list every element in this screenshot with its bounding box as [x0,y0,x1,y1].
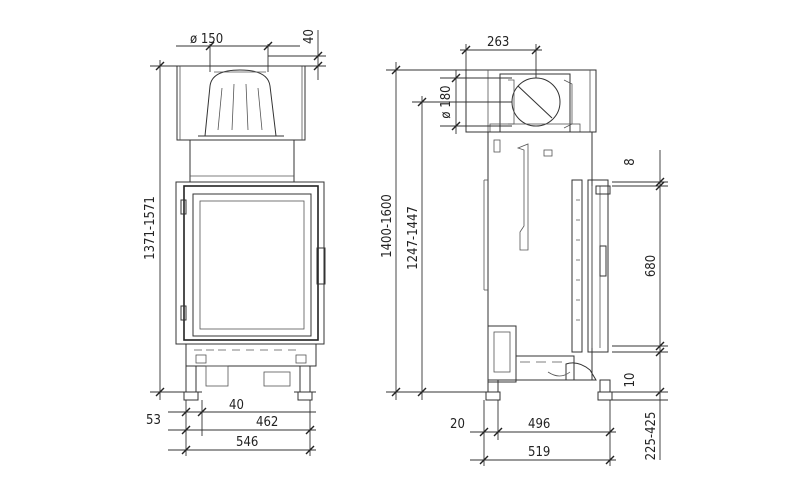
dim-front-bottom: 53 40 462 546 [146,398,316,456]
dim-side-door: 8 680 10 [610,150,668,400]
front-base [185,343,317,367]
front-body [175,181,325,345]
side-hood [465,69,597,133]
dim-front-flue-diameter: ø 150 [176,32,300,72]
side-body [487,131,593,381]
dim-front-top-offset: 40 [268,29,326,80]
label-side-leg-height: 225-425 [644,412,659,461]
label-side-door-bottom-gap: 10 [623,373,638,388]
dim-front-total-height: 1371-1571 [143,60,184,400]
dim-side-flue-width: 263 [460,35,542,78]
label-front-total-height: 1371-1571 [143,196,158,260]
label-front-total-width: 546 [236,435,258,450]
label-side-back-offset: 20 [450,417,465,432]
front-hood [176,65,306,141]
label-side-total-height: 1400-1600 [380,194,395,258]
dim-side-outlet-height: 1247-1447 [406,96,512,400]
label-front-foot-inset: 40 [229,398,244,413]
front-view: ø 150 40 1371-1571 [143,29,326,456]
label-side-door-height: 680 [644,255,659,277]
side-base [487,325,597,383]
side-legs [485,379,613,401]
front-flue-collar [204,69,277,137]
front-legs [180,365,316,401]
label-side-door-top-gap: 8 [623,158,638,165]
front-door-handle [316,247,326,285]
label-side-body-depth: 496 [528,417,550,432]
label-front-flue-diameter: ø 150 [190,32,223,47]
dim-side-total-height: 1400-1600 [380,62,488,400]
label-front-foot-offset: 53 [146,413,161,428]
side-door-frame [571,179,611,353]
front-door-frame [183,185,319,341]
dim-side-leg-height: 225-425 [612,399,668,461]
label-front-top-offset: 40 [302,29,317,44]
side-view: 263 ø 180 1400-1600 1247-1447 [380,35,668,466]
label-side-total-depth: 519 [528,445,550,460]
label-side-flue-width: 263 [487,35,509,50]
label-front-body-width: 462 [256,415,278,430]
side-flue-outlet [511,77,561,127]
label-side-outlet-height: 1247-1447 [406,206,421,270]
dim-side-bottom: 20 496 519 [450,400,616,466]
